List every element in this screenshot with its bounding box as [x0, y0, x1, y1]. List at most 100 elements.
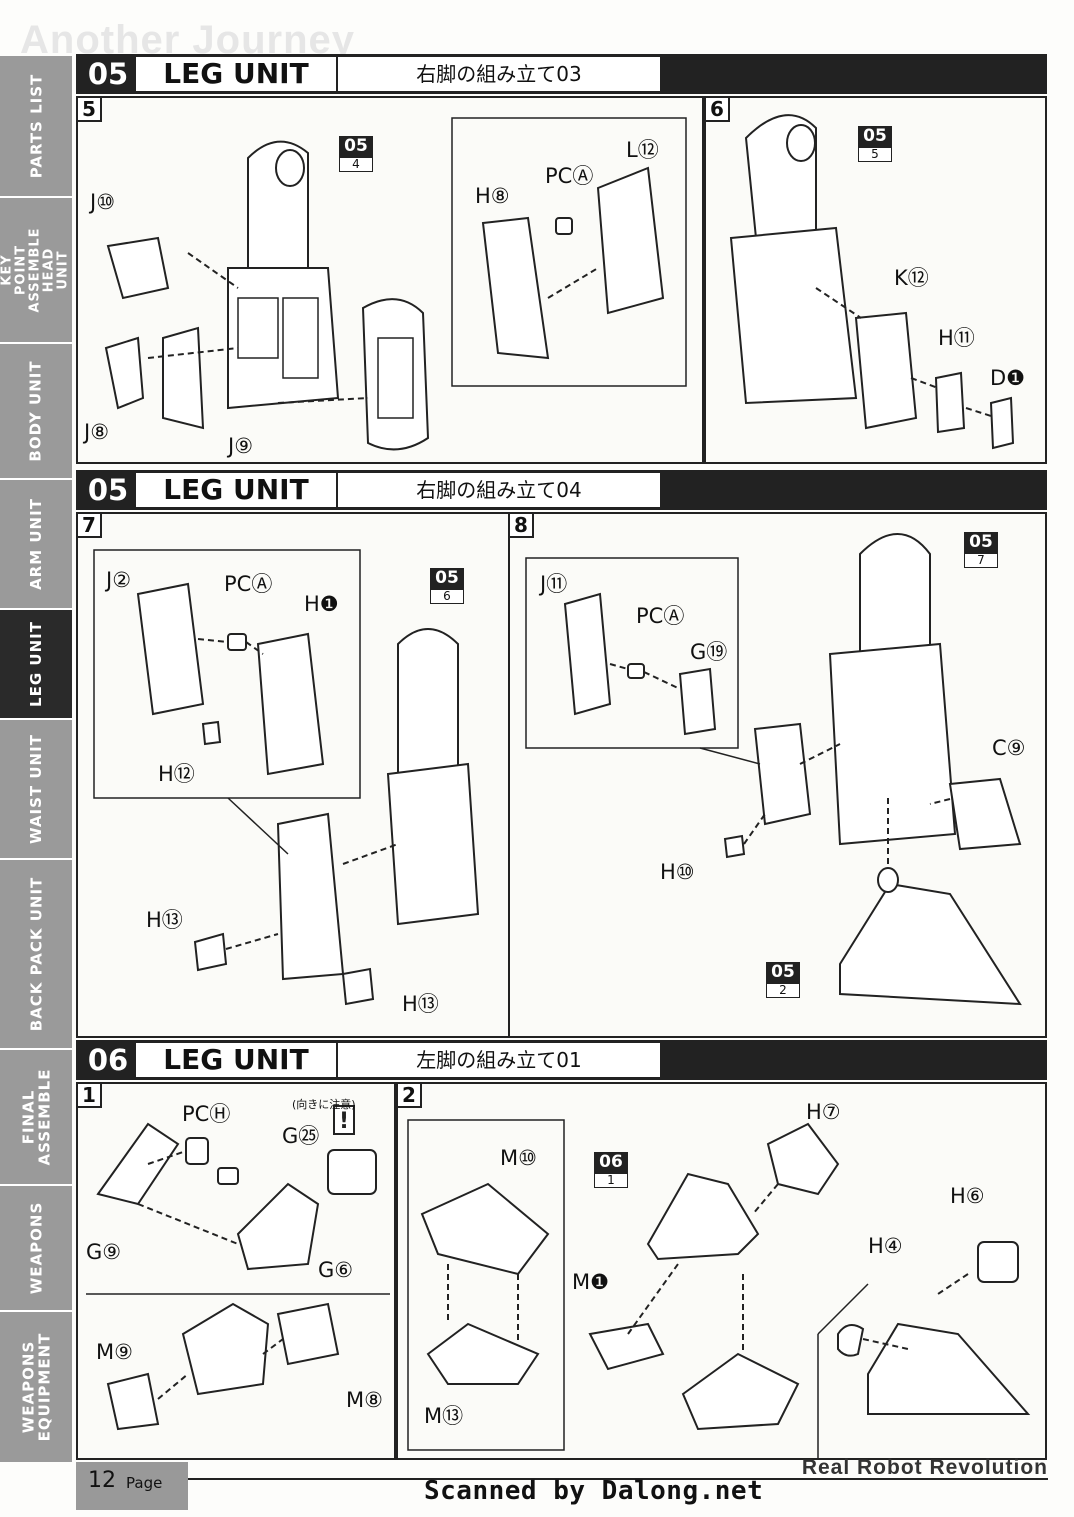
part-label: J② — [106, 568, 132, 592]
step-1-panel: 1 ! PCⒽ G㉕ G⑨ G⑥ M⑨ M⑧ (向きに注意) — [76, 1082, 396, 1460]
part-label: M⑨ — [96, 1340, 133, 1364]
part-label: H⑩ — [660, 860, 695, 884]
reference-badge: 05 2 — [766, 962, 800, 998]
sidebar-item-label: BODY UNIT — [27, 360, 45, 462]
sidebar-item-label: PARTS LIST — [27, 73, 46, 179]
section-title: LEG UNIT — [136, 1043, 336, 1077]
sidebar-item-arm-unit[interactable]: ARM UNIT — [0, 480, 72, 610]
sidebar-item-label: KEY POINT ASSEMBLE HEAD UNIT — [0, 227, 71, 313]
sidebar-item-label: BACK PACK UNIT — [27, 876, 45, 1032]
part-label: H⑧ — [475, 184, 510, 208]
reference-badge: 05 5 — [858, 126, 892, 162]
part-label: PCⒶ — [636, 604, 685, 628]
step-5-illustration — [104, 117, 687, 451]
sidebar-item-label: FINAL ASSEMBLE — [19, 1068, 54, 1166]
part-label: C⑨ — [992, 736, 1026, 760]
reference-step: 1 — [594, 1173, 628, 1188]
step-1-illustration: ! — [86, 1105, 390, 1431]
part-label: PCⒶ — [224, 572, 273, 596]
section-title: LEG UNIT — [136, 473, 336, 507]
step-8-illustration — [525, 533, 1022, 1006]
scan-credit: Scanned by Dalong.net — [424, 1476, 764, 1506]
reference-step: 2 — [766, 983, 800, 998]
reference-badge: 05 7 — [964, 532, 998, 568]
sidebar-item-label: ARM UNIT — [27, 498, 46, 590]
reference-badge: 05 6 — [430, 568, 464, 604]
footer-divider — [188, 1478, 1048, 1480]
step-number: 8 — [510, 514, 534, 538]
sidebar-item-head-unit[interactable]: KEY POINT ASSEMBLE HEAD UNIT — [0, 198, 72, 344]
step-7-panel: 7 J② PCⒶ H❶ H⑫ H⑬ H⑬ 05 6 — [76, 512, 510, 1038]
part-label: J⑪ — [540, 572, 568, 596]
brand-text: Real Robot Revolution — [801, 1456, 1048, 1479]
sidebar-item-final-assemble[interactable]: FINAL ASSEMBLE — [0, 1050, 72, 1186]
part-label: G⑲ — [690, 640, 728, 664]
reference-section: 05 — [858, 126, 892, 147]
sidebar-item-label: WEAPONS — [27, 1201, 46, 1295]
section-header-05a: 05 LEG UNIT 右脚の組み立て03 — [76, 54, 1047, 94]
section-subtitle: 左脚の組み立て01 — [338, 1043, 660, 1077]
part-label: D❶ — [990, 366, 1025, 390]
section-title: LEG UNIT — [136, 57, 336, 91]
section-number: 05 — [87, 57, 129, 91]
svg-text:!: ! — [339, 1109, 349, 1134]
sidebar-item-body-unit[interactable]: BODY UNIT — [0, 344, 72, 480]
page-number-block: 12 Page — [76, 1462, 188, 1510]
section-subtitle: 右脚の組み立て03 — [338, 57, 660, 91]
section-subtitle: 右脚の組み立て04 — [338, 473, 660, 507]
part-label: M⑬ — [424, 1404, 464, 1428]
step-6-illustration — [729, 114, 1015, 450]
step-number: 5 — [78, 98, 102, 122]
sidebar-item-label: LEG UNIT — [27, 621, 46, 707]
part-label: H⑬ — [402, 992, 439, 1016]
sidebar-item-weapons[interactable]: WEAPONS — [0, 1186, 72, 1312]
caution-note: (向きに注意) — [292, 1098, 356, 1111]
part-label: J⑩ — [90, 190, 116, 214]
page-number: 12 — [88, 1468, 116, 1493]
step-number: 2 — [398, 1084, 422, 1108]
page-word: Page — [126, 1474, 163, 1492]
part-label: H❶ — [304, 592, 339, 616]
section-number: 05 — [87, 473, 129, 507]
step-7-illustration — [93, 549, 480, 1006]
step-2-illustration — [407, 1119, 1031, 1460]
sidebar: PARTS LIST KEY POINT ASSEMBLE HEAD UNIT … — [0, 56, 72, 1462]
step-number: 6 — [706, 98, 730, 122]
part-label: G⑥ — [318, 1258, 354, 1282]
reference-section: 06 — [594, 1152, 628, 1173]
step-number: 7 — [78, 514, 102, 538]
sidebar-item-label: WEAPONS EQUIPMENT — [19, 1332, 54, 1442]
part-label: M⑧ — [346, 1388, 383, 1412]
reference-step: 7 — [964, 553, 998, 568]
part-label: M⑩ — [500, 1146, 537, 1170]
reference-section: 05 — [430, 568, 464, 589]
part-label: M❶ — [572, 1270, 609, 1294]
sidebar-item-leg-unit[interactable]: LEG UNIT — [0, 610, 72, 720]
step-number: 1 — [78, 1084, 102, 1108]
sidebar-item-back-pack-unit[interactable]: BACK PACK UNIT — [0, 860, 72, 1050]
part-label: G⑨ — [86, 1240, 122, 1264]
part-label: H④ — [868, 1234, 903, 1258]
part-label: K⑫ — [894, 266, 929, 290]
part-label: H⑪ — [938, 326, 975, 350]
sidebar-item-label: WAIST UNIT — [27, 734, 45, 844]
reference-badge: 05 4 — [339, 136, 373, 172]
step-8-panel: 8 J⑪ PCⒶ G⑲ C⑨ H⑩ 05 7 — [508, 512, 1047, 1038]
sidebar-item-parts-list[interactable]: PARTS LIST — [0, 56, 72, 198]
part-label: J⑨ — [228, 434, 254, 458]
part-label: H⑦ — [806, 1100, 841, 1124]
step-2-panel: 2 M⑩ H⑦ M❶ M⑬ H⑥ H④ 06 1 — [396, 1082, 1047, 1460]
step-6-panel: 6 K⑫ H⑪ D❶ 05 5 — [704, 96, 1047, 464]
reference-step: 5 — [858, 147, 892, 162]
sidebar-item-weapons-equipment[interactable]: WEAPONS EQUIPMENT — [0, 1312, 72, 1462]
reference-step: 4 — [339, 157, 373, 172]
part-label: H⑬ — [146, 908, 183, 932]
part-label: PCⒶ — [545, 164, 594, 188]
reference-section: 05 — [964, 532, 998, 553]
section-header-05b: 05 LEG UNIT 右脚の組み立て04 — [76, 470, 1047, 510]
part-label: H⑫ — [158, 762, 195, 786]
step-5-panel: 5 J⑩ J⑧ J⑨ H⑧ PCⒶ — [76, 96, 704, 464]
part-label: J⑧ — [84, 420, 110, 444]
sidebar-item-waist-unit[interactable]: WAIST UNIT — [0, 720, 72, 860]
section-header-06: 06 LEG UNIT 左脚の組み立て01 — [76, 1040, 1047, 1080]
